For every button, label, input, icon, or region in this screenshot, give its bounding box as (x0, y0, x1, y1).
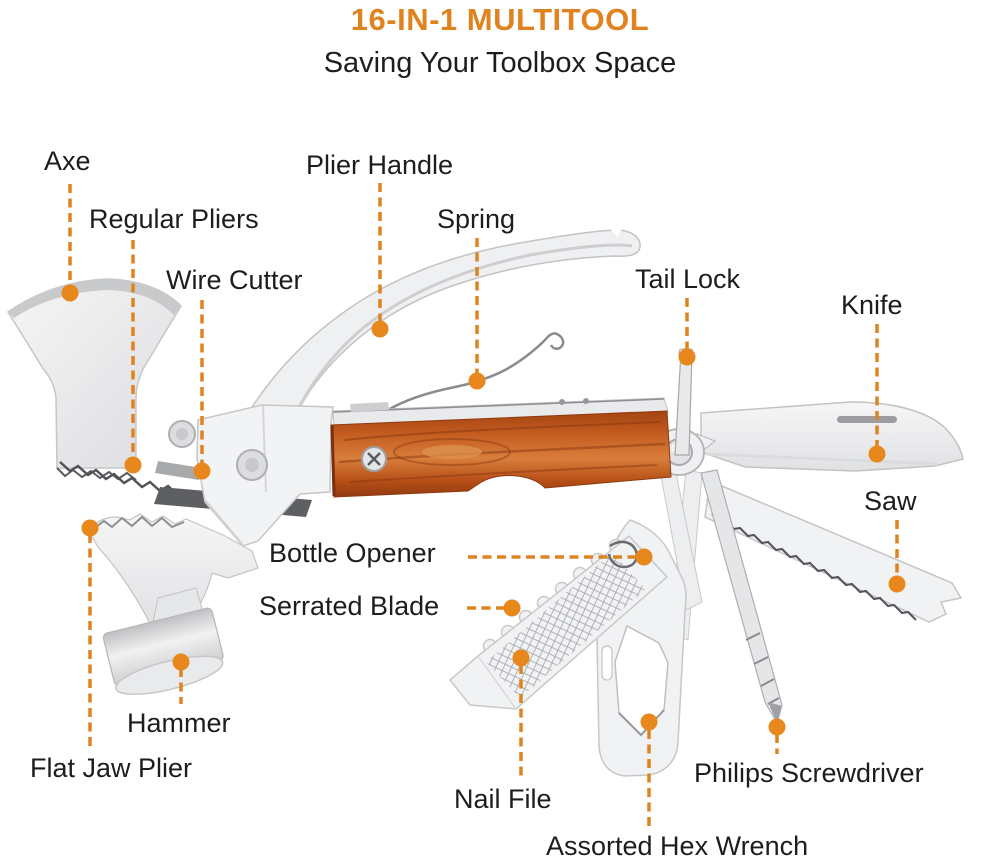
label-assorted-hex-wrench: Assorted Hex Wrench (546, 831, 809, 859)
handle-top-bar (332, 397, 669, 426)
page-title: 16-IN-1 MULTITOOL (350, 2, 650, 37)
saw-teeth (711, 513, 917, 621)
hammer-head (102, 587, 224, 695)
label-serrated-blade: Serrated Blade (259, 591, 440, 621)
label-spring: Spring (437, 204, 516, 234)
bottle-opener-hook (607, 540, 638, 569)
knife-nail-nick (837, 416, 897, 423)
label-saw: Saw (864, 486, 917, 516)
leader-dots (61, 284, 906, 736)
label-axe: Axe (44, 146, 91, 176)
label-flat-jaw-plier: Flat Jaw Plier (30, 753, 193, 783)
spring-wire (387, 332, 565, 412)
label-hammer: Hammer (127, 708, 231, 738)
label-tail-lock: Tail Lock (635, 264, 741, 294)
upper-jaw-teeth (59, 461, 179, 496)
label-regular-pliers: Regular Pliers (89, 204, 259, 234)
wood-handle (330, 410, 672, 498)
axe-head (6, 278, 182, 481)
label-knife: Knife (841, 290, 903, 320)
flat-jaw-claw (87, 513, 259, 629)
page-subtitle: Saving Your Toolbox Space (323, 47, 677, 79)
label-philips-screwdriver: Philips Screwdriver (694, 758, 924, 788)
axe-jaw-teeth (56, 467, 137, 481)
label-plier-handle: Plier Handle (306, 150, 454, 180)
plier-head-plate (168, 404, 334, 547)
label-wire-cutter: Wire Cutter (166, 265, 303, 295)
leader-lines (68, 183, 899, 828)
label-nail-file: Nail File (454, 784, 552, 814)
label-bottle-opener: Bottle Opener (269, 538, 436, 568)
philips-screwdriver-bit (700, 469, 783, 725)
knife-blade (700, 401, 964, 472)
